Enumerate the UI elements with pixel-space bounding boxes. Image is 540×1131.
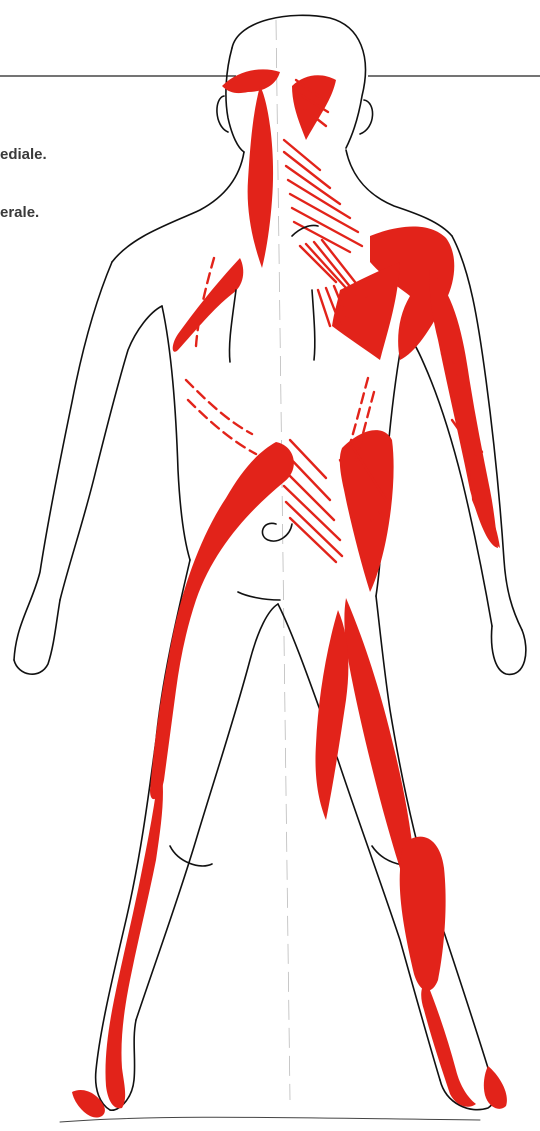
- muscle-foot-left: [72, 1090, 105, 1118]
- muscle-foot-right: [484, 1066, 507, 1109]
- muscle-posterior-oblique: [150, 442, 294, 799]
- muscle-rhomboid-left: [173, 258, 244, 352]
- scapula-lines: [229, 225, 318, 362]
- muscle-gastrocnemius-right: [400, 837, 446, 991]
- muscle-occipital-band: [222, 69, 280, 93]
- muscle-neck-strap: [248, 86, 273, 268]
- muscle-neck-right: [292, 75, 336, 140]
- muscle-adductor-right: [315, 610, 348, 820]
- body-midline: [276, 20, 290, 1100]
